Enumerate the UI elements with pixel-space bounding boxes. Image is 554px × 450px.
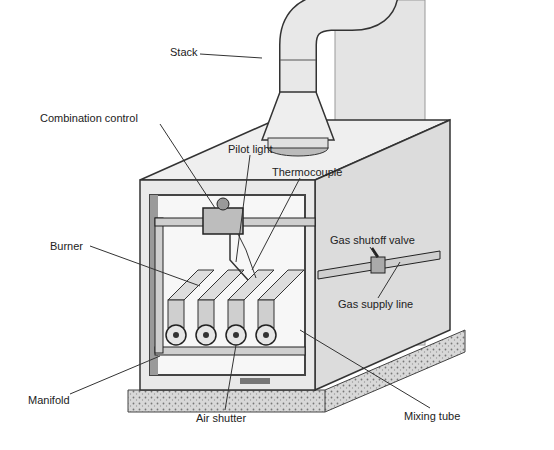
part-label: Gas shutoff valve: [330, 234, 415, 247]
flue-pipe-outline: [298, 0, 380, 95]
combination-control: [203, 208, 243, 234]
manifold-pipe: [155, 347, 305, 355]
cabinet-front: [140, 180, 315, 390]
part-label: Thermocouple: [272, 166, 342, 179]
hood-ring: [268, 138, 328, 148]
pad-edge: [325, 390, 326, 412]
part-label: Combination control: [40, 112, 138, 125]
riser-pipe: [155, 218, 163, 353]
cabinet-side: [315, 120, 450, 390]
part-label: Mixing tube: [404, 410, 460, 423]
part-label: Burner: [50, 240, 83, 253]
leader-lines: [70, 54, 430, 410]
control-inlet: [155, 218, 205, 226]
part-label: Air shutter: [196, 412, 246, 425]
shutoff-valve: [371, 257, 385, 273]
part-label: Gas supply line: [338, 298, 413, 311]
nameplate: [240, 378, 270, 384]
flue-pipe: [298, 0, 380, 95]
part-label: Stack: [170, 46, 198, 59]
draft-hood: [262, 92, 334, 140]
thermocouple-lead: [238, 234, 256, 278]
control-knob: [217, 198, 229, 210]
part-label: Manifold: [28, 394, 70, 407]
pipe-seam: [280, 60, 316, 61]
gas-supply-pipe: [318, 251, 440, 279]
part-label: Pilot light: [228, 143, 273, 156]
